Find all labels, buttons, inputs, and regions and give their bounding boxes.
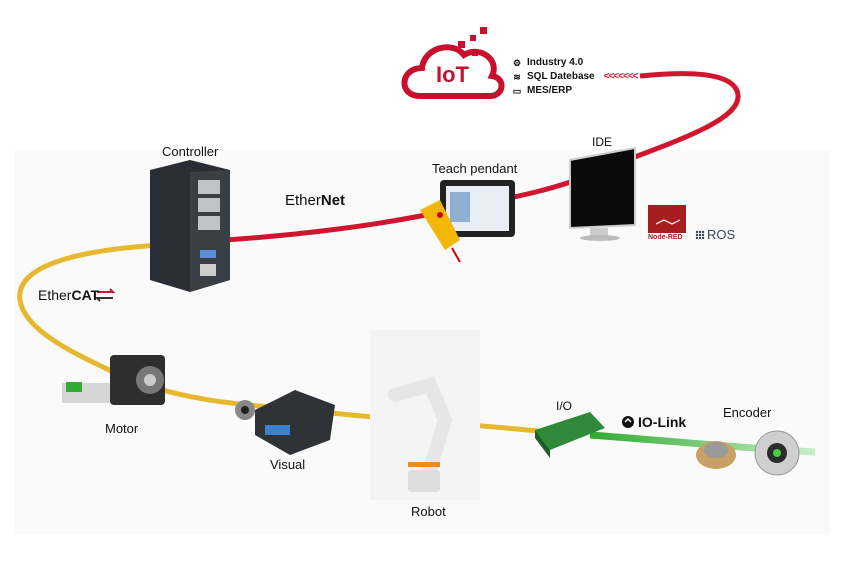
iot-cloud-logo [401, 27, 505, 99]
io-module-device [535, 412, 605, 458]
incoming-arrows: <<<<<<< [603, 71, 639, 82]
ide-label: IDE [592, 135, 613, 149]
iolink-logo-icon [622, 416, 634, 428]
ide-monitor [569, 146, 636, 241]
iot-item-sql: ≋SQL Datebase<<<<<<< [513, 71, 639, 82]
ethercat-label: EtherCAT [38, 287, 100, 303]
vision-box-device [235, 390, 335, 455]
teach-pendant-device [420, 180, 515, 263]
ros-label: ROS [707, 227, 736, 242]
teach-pendant-label: Teach pendant [432, 161, 518, 176]
iot-item-industry: ⚙Industry 4.0 [512, 57, 584, 68]
io-label: I/O [556, 399, 573, 413]
node-red-logo [648, 205, 686, 233]
iot-logo-text: IoT [436, 62, 469, 87]
encoder-label: Encoder [723, 405, 772, 420]
motor-device [62, 355, 165, 405]
motor-label: Motor [105, 421, 139, 436]
database-stack-icon: ≋ [513, 72, 521, 82]
monitor-icon: ▭ [512, 86, 522, 96]
robot-arm-device [370, 330, 480, 500]
ethernet-label: EtherNet [285, 192, 346, 209]
visual-label: Visual [270, 457, 306, 472]
robot-label: Robot [411, 504, 446, 519]
ros-logo-dots [695, 230, 705, 240]
controller-label: Controller [162, 144, 219, 159]
iot-item-mes: ▭MES/ERP [512, 85, 573, 96]
controller-device [150, 160, 230, 292]
encoder-device [696, 430, 800, 476]
iot-services-list: ⚙Industry 4.0 ≋SQL Datebase<<<<<<< ▭MES/… [512, 56, 639, 98]
node-red-label: Node-RED [648, 234, 683, 241]
ethercat-arrows-icon [94, 288, 116, 302]
gear-icon: ⚙ [512, 58, 522, 68]
iolink-label: IO-Link [638, 414, 687, 430]
